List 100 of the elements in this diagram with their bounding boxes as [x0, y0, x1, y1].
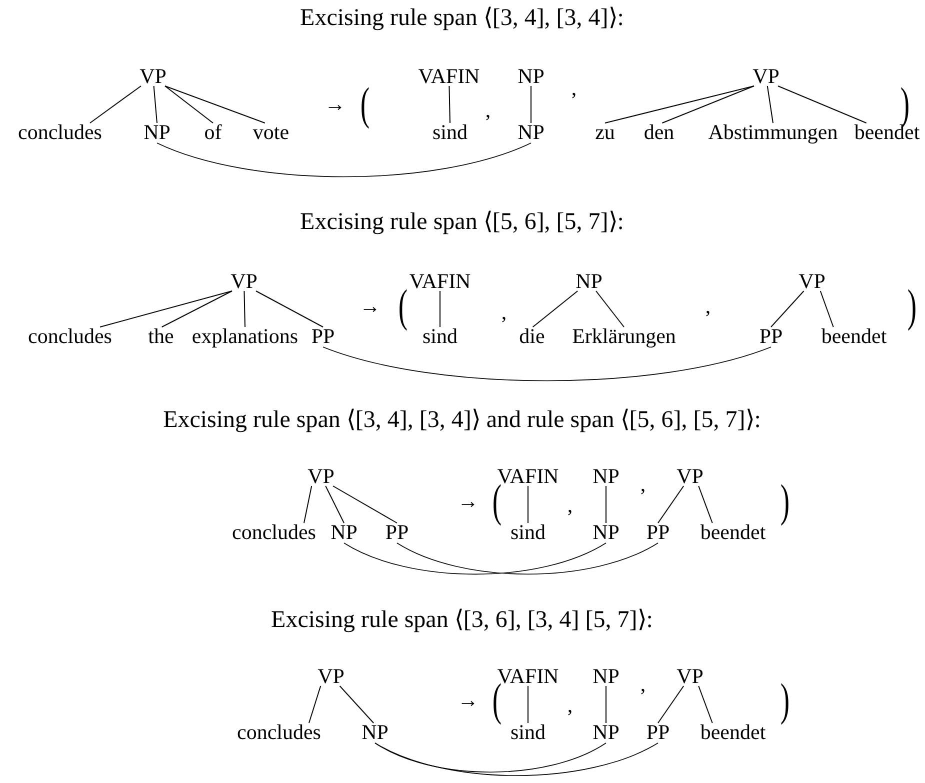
tree-branch: [596, 290, 624, 328]
tree-node-label: VP: [676, 665, 704, 687]
tree-node-label: VP: [140, 65, 166, 87]
tree-branch: [90, 86, 142, 124]
tree-branch: [820, 290, 834, 328]
tree-branch: [658, 686, 684, 724]
tree-node-label: concludes: [28, 325, 112, 347]
tree-branch: [532, 290, 578, 328]
tree-branch: [604, 86, 754, 124]
parenthesis: ): [780, 478, 790, 524]
tree-branch: [658, 486, 684, 524]
tree-node-label: NP: [144, 121, 170, 143]
parenthesis: (: [492, 677, 502, 723]
tree-branch: [325, 486, 344, 524]
tree-branch: [770, 290, 804, 328]
tree-node-label: VP: [798, 270, 826, 292]
comma: ,: [571, 77, 577, 99]
comma: ,: [567, 694, 573, 716]
tree-node-label: NP: [518, 121, 544, 143]
tree-node-label: Abstimmungen: [708, 121, 838, 143]
comma: ,: [485, 99, 491, 121]
heading: Excising rule span ⟨[3, 4], [3, 4]⟩:: [300, 5, 624, 31]
tree-node-label: PP: [385, 521, 409, 543]
tree-node-label: of: [204, 121, 222, 143]
parenthesis: ): [780, 677, 790, 723]
tree-branch: [778, 86, 867, 124]
tree-node-label: beendet: [700, 721, 766, 743]
tree-node-label: PP: [311, 325, 335, 347]
tree-node-label: sind: [510, 721, 546, 743]
rewrite-arrow: →: [458, 689, 478, 711]
tree-node-label: NP: [576, 270, 602, 292]
rewrite-arrow: →: [458, 490, 478, 512]
comma: ,: [501, 301, 507, 323]
tree-branch: [698, 486, 713, 524]
rewrite-arrow: →: [360, 295, 380, 317]
tree-node-label: concludes: [237, 721, 321, 743]
tree-node-label: beendet: [700, 521, 766, 543]
tree-node-label: PP: [759, 325, 783, 347]
parenthesis: ): [907, 283, 917, 329]
tree-node-label: NP: [518, 65, 544, 87]
tree-node-label: the: [148, 325, 174, 347]
tree-branch: [530, 86, 532, 124]
alignment-arc: [322, 346, 772, 382]
tree-node-label: explanations: [192, 325, 298, 347]
tree-branch: [164, 86, 214, 124]
tree-node-label: PP: [646, 521, 670, 543]
alignment-arc: [156, 142, 532, 178]
tree-branch: [304, 486, 312, 524]
tree-node-label: NP: [330, 521, 358, 543]
tree-branch: [332, 486, 398, 524]
tree-branch: [308, 686, 322, 724]
comma: ,: [567, 494, 573, 516]
tree-node-label: den: [644, 121, 674, 143]
tree-node-label: NP: [592, 465, 620, 487]
tree-branch: [161, 290, 232, 328]
heading: Excising rule span ⟨[5, 6], [5, 7]⟩:: [300, 209, 624, 235]
parenthesis: (: [398, 283, 408, 329]
rewrite-arrow: →: [324, 93, 346, 115]
tree-node-label: sind: [432, 121, 468, 143]
tree-node-label: sind: [422, 325, 458, 347]
tree-node-label: vote: [252, 121, 290, 143]
tree-branch: [766, 86, 774, 124]
comma: ,: [705, 295, 711, 317]
tree-node-label: PP: [646, 721, 670, 743]
comma: ,: [640, 673, 646, 695]
tree-node-label: VAFIN: [409, 270, 471, 292]
tree-node-label: VAFIN: [418, 65, 480, 87]
tree-node-label: concludes: [232, 521, 316, 543]
tree-branch: [153, 86, 158, 124]
tree-branch: [164, 86, 266, 124]
tree-branch: [100, 290, 232, 328]
tree-branch: [698, 686, 713, 724]
tree-node-label: NP: [592, 521, 620, 543]
tree-node-label: NP: [362, 721, 388, 743]
tree-branch: [448, 86, 450, 124]
parenthesis: (: [492, 478, 502, 524]
tree-node-label: concludes: [18, 121, 102, 143]
tree-node-label: die: [519, 325, 545, 347]
alignment-arc: [396, 542, 658, 575]
tree-node-label: VP: [676, 465, 704, 487]
heading: Excising rule span ⟨[3, 6], [3, 4] [5, 7]⟩:: [271, 607, 653, 633]
parenthesis: (: [360, 81, 370, 127]
tree-node-label: beendet: [821, 325, 887, 347]
alignment-arc: [374, 742, 658, 776]
tree-node-label: VP: [318, 665, 344, 687]
tree-node-label: VP: [230, 270, 258, 292]
comma: ,: [640, 473, 646, 495]
tree-branch: [244, 290, 246, 328]
tree-node-label: sind: [510, 521, 546, 543]
tree-node-label: Erklärungen: [572, 325, 676, 347]
heading: Excising rule span ⟨[3, 4], [3, 4]⟩ and rule span ⟨[5, 6], [5, 7]⟩:: [163, 407, 761, 433]
tree-node-label: VP: [752, 65, 780, 87]
tree-node-label: VP: [308, 465, 334, 487]
tree-node-label: zu: [595, 121, 615, 143]
alignment-arc: [374, 742, 606, 772]
tree-branch: [662, 86, 754, 124]
tree-node-label: NP: [592, 665, 620, 687]
tree-node-label: NP: [592, 721, 620, 743]
tree-branch: [256, 290, 324, 328]
tree-branch: [339, 686, 374, 724]
